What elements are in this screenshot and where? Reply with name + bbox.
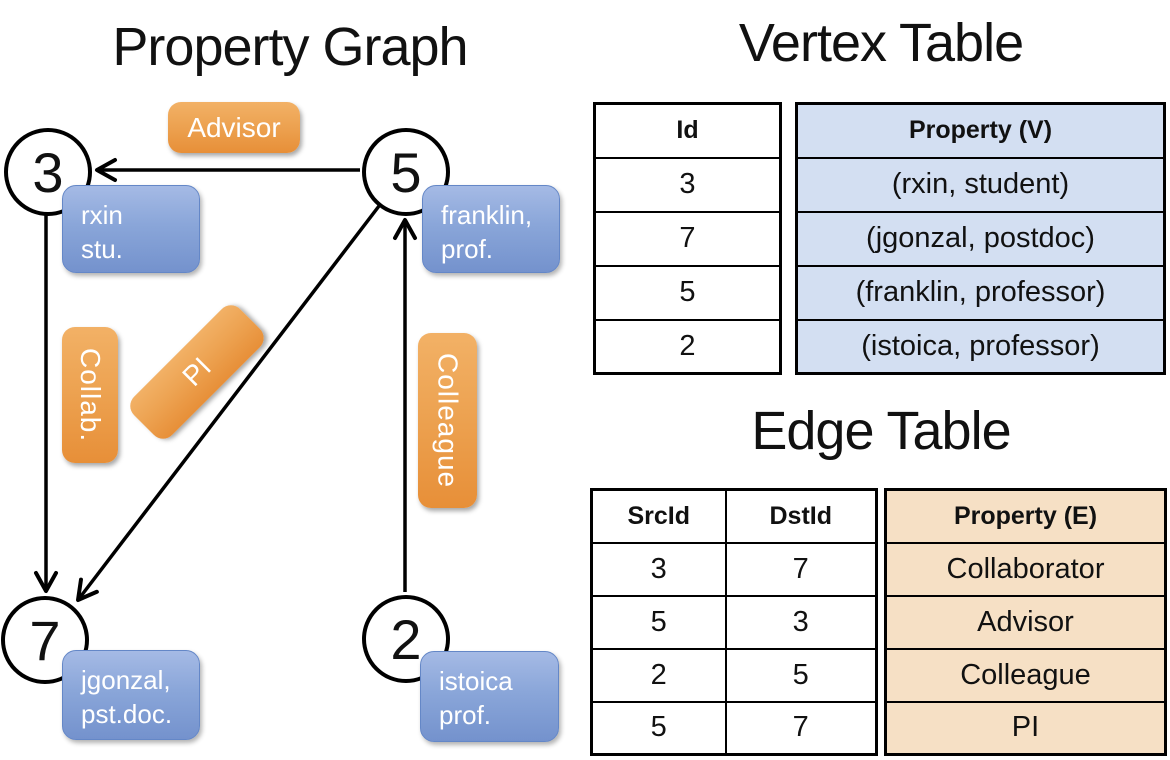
vertex-property-cell: (jgonzal, postdoc) xyxy=(795,210,1166,267)
table-row: 7 xyxy=(593,210,782,267)
edge-table-property-column: Property (E) Collaborator Advisor Collea… xyxy=(884,488,1167,756)
graph-edges xyxy=(34,158,417,602)
vertex-property-line: prof. xyxy=(439,700,492,731)
vertex-property-line: jgonzal, xyxy=(81,665,171,695)
vertex-property-cell: (istoica, professor) xyxy=(795,318,1166,375)
graph-panel: 3 5 7 2 Advisor Collab. PI Colleague rxi… xyxy=(0,0,580,760)
edge-dst-cell: 5 xyxy=(724,647,878,703)
edge-label-text: PI xyxy=(176,351,217,392)
table-row: 2 5 xyxy=(590,647,878,703)
graph-node-2: 2 xyxy=(362,595,450,683)
table-row: SrcId DstId xyxy=(590,488,878,544)
table-row: Colleague xyxy=(884,647,1167,703)
vertex-property-box-7: jgonzal, pst.doc. xyxy=(62,650,200,740)
edge-property-cell: Advisor xyxy=(884,594,1167,650)
graph-node-5: 5 xyxy=(362,128,450,216)
table-row: (rxin, student) xyxy=(795,156,1166,213)
edge-property-cell: Colleague xyxy=(884,647,1167,703)
column-header: DstId xyxy=(724,488,878,544)
edge-label-text: Collab. xyxy=(75,347,106,443)
edge-src-cell: 2 xyxy=(590,647,727,703)
table-row: 3 xyxy=(593,156,782,213)
edge-table-title: Edge Table xyxy=(751,401,1011,461)
table-row: 5 7 xyxy=(590,700,878,756)
node-id-label: 3 xyxy=(32,140,64,204)
vertex-id-cell: 3 xyxy=(593,156,782,213)
vertex-table-id-column: Id 3 7 5 2 xyxy=(593,102,782,375)
vertex-property-line: pst.doc. xyxy=(81,699,173,730)
column-header: Property (E) xyxy=(884,488,1167,544)
table-row: 5 3 xyxy=(590,594,878,650)
table-row: Collaborator xyxy=(884,541,1167,597)
column-header: SrcId xyxy=(590,488,727,544)
vertex-property-box-3: rxin stu. xyxy=(62,185,200,273)
vertex-property-line: istoica xyxy=(439,666,513,696)
edge-dst-cell: 7 xyxy=(724,700,878,756)
table-row: Property (E) xyxy=(884,488,1167,544)
table-row: 2 xyxy=(593,318,782,375)
vertex-id-cell: 7 xyxy=(593,210,782,267)
table-row: (istoica, professor) xyxy=(795,318,1166,375)
edge-src-cell: 5 xyxy=(590,594,727,650)
node-id-label: 7 xyxy=(29,608,61,672)
graph-panel-title: Property Graph xyxy=(112,17,468,77)
table-row: (franklin, professor) xyxy=(795,264,1166,321)
table-row: Advisor xyxy=(884,594,1167,650)
edge-label-text: Colleague xyxy=(432,352,464,489)
column-header: Id xyxy=(593,102,782,159)
vertex-table-property-column: Property (V) (rxin, student) (jgonzal, p… xyxy=(795,102,1166,375)
edge-label-collab: Collab. xyxy=(62,327,118,463)
edge-property-cell: Collaborator xyxy=(884,541,1167,597)
edge-label-advisor: Advisor xyxy=(168,102,300,153)
edge-src-cell: 5 xyxy=(590,700,727,756)
table-row: Id xyxy=(593,102,782,159)
node-id-label: 5 xyxy=(390,140,422,204)
vertex-property-box-2: istoica prof. xyxy=(420,651,559,742)
column-header: Property (V) xyxy=(795,102,1166,159)
vertex-property-cell: (rxin, student) xyxy=(795,156,1166,213)
edge-dst-cell: 3 xyxy=(724,594,878,650)
table-row: Property (V) xyxy=(795,102,1166,159)
table-row: (jgonzal, postdoc) xyxy=(795,210,1166,267)
node-id-label: 2 xyxy=(390,607,422,671)
vertex-property-line: franklin, xyxy=(441,200,533,230)
vertex-table-title: Vertex Table xyxy=(738,13,1024,73)
edge-table-id-columns: SrcId DstId 3 7 5 3 2 5 5 7 xyxy=(590,488,878,756)
vertex-property-line: stu. xyxy=(81,234,123,265)
edge-dst-cell: 7 xyxy=(724,541,878,597)
vertex-property-line: rxin xyxy=(81,200,123,230)
table-row: PI xyxy=(884,700,1167,756)
table-row: 5 xyxy=(593,264,782,321)
vertex-property-line: prof. xyxy=(441,234,494,265)
edge-property-cell: PI xyxy=(884,700,1167,756)
vertex-id-cell: 2 xyxy=(593,318,782,375)
edge-src-cell: 3 xyxy=(590,541,727,597)
table-row: 3 7 xyxy=(590,541,878,597)
vertex-id-cell: 5 xyxy=(593,264,782,321)
vertex-property-cell: (franklin, professor) xyxy=(795,264,1166,321)
edge-label-text: Advisor xyxy=(187,111,281,143)
edge-line-pi xyxy=(76,204,381,602)
edge-label-colleague: Colleague xyxy=(418,333,477,508)
vertex-property-box-5: franklin, prof. xyxy=(422,185,560,273)
